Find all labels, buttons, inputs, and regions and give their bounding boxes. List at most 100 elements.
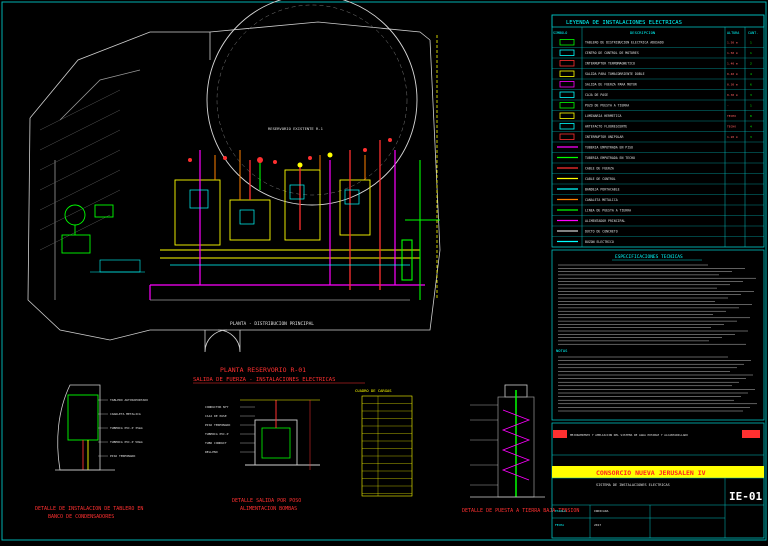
legend-row: DUCTO DE CONCRETO (552, 230, 764, 237)
legend-row-description: SALIDA PARA TOMACORRIENTE DOBLE (585, 72, 645, 76)
scale-value: INDICADA (594, 509, 609, 513)
legend-symbol (559, 91, 575, 98)
legend-row: SALIDA PARA TOMACORRIENTE DOBLE 0.40 m 4 (552, 70, 764, 80)
legend-symbol (559, 60, 575, 67)
legend-row-description: POZO DE PUESTA A TIERRA (585, 104, 629, 108)
detail1-label: CANALETA METALICA (110, 412, 141, 416)
reservoir-label-text: RESERVORIO EXISTENTE R-1 (268, 126, 324, 131)
legend-col-note: CANT. (748, 31, 758, 35)
legend-row-description: ALIMENTADOR PRINCIPAL (585, 219, 625, 223)
legend-symbol (559, 102, 575, 109)
legend-row-description: CENTRO DE CONTROL DE MOTORES (585, 51, 639, 55)
legend-row: ALIMENTADOR PRINCIPAL (552, 219, 764, 227)
legend-col-symbol: SIMBOLO (553, 31, 567, 35)
detail2-label: RELLENO (205, 450, 218, 454)
detail2-title-line1: DETALLE SALIDA POR POSO (232, 498, 301, 504)
legend-row: CABLE DE FUERZA (552, 167, 764, 174)
detail2-label: CONDUCTOR NYY (205, 405, 229, 409)
pump-equipment-left (61, 204, 114, 254)
sheet-code: IE-01 (729, 490, 762, 503)
legend-row-note: 1 (750, 51, 752, 55)
legend-row-note: 2 (750, 62, 752, 66)
legend-row-description: INTERRUPTOR UNIPOLAR (585, 135, 623, 139)
detail1-label: TUBERIA PVC-P 35mm (110, 426, 143, 430)
title-block: MEJORAMIENTO Y AMPLIACION DEL SISTEMA DE… (551, 422, 765, 539)
sheet-name: SISTEMA DE INSTALACIONES ELECTRICAS (596, 483, 670, 487)
detail-board-installation: TABLERO AUTOSOPORTADO CANALETA METALICA TU… (35, 384, 148, 520)
detail2-label: TUBO CONDUIT (205, 441, 227, 445)
detail1-title-line2: BANCO DE CONDENSADORES (48, 514, 114, 520)
specs-title: ESPECIFICACIONES TECNICAS (615, 254, 683, 260)
legend-row: CENTRO DE CONTROL DE MOTORES 1.50 m 1 (552, 49, 764, 59)
notes-title: NOTAS (556, 348, 568, 353)
plan-caption-line1-text: PLANTA RESERVORIO R-01 (220, 366, 306, 374)
project-name: MEJORAMIENTO Y AMPLIACION DEL SISTEMA DE… (570, 433, 688, 437)
legend-row: BANDEJA PORTACABLE (552, 188, 764, 195)
legend-row-note: 4 (750, 72, 752, 76)
detail1-label: TUBERIA PVC-P 50mm (110, 440, 143, 444)
reservoir-outline (206, 0, 418, 206)
legend-row-note: 1 (750, 41, 752, 45)
legend-row: TABLERO DE DISTRIBUCION ELECTRICA ADOSAD… (552, 39, 764, 48)
legend-symbol (559, 123, 575, 130)
legend-row-alt: 0.30 m (727, 93, 738, 97)
legend-row-description: LUMINARIA HERMETICA (585, 114, 622, 118)
detail2-label: TUBERIA PVC-P (205, 432, 229, 436)
legend-symbol (559, 81, 575, 88)
legend-row-note: 3 (750, 93, 752, 97)
detail2-title-line2: ALIMENTACION BOMBAS (240, 506, 297, 512)
date-value: 2017 (594, 523, 601, 527)
legend-row-note: 3 (750, 135, 752, 139)
equipment-cluster (149, 138, 440, 300)
legend-row: POZO DE PUESTA A TIERRA-1 (552, 102, 764, 111)
floor-plan (27, 21, 441, 353)
consortium-name: CONSORCIO NUEVA JERUSALEN IV (596, 469, 706, 477)
legend-row: ARTEFACTO FLUORESCENTE TECHO 4 (552, 123, 764, 132)
legend-row: LINEA DE PUESTA A TIERRA (552, 209, 764, 216)
date-label: FECHA (555, 523, 564, 527)
scale-label: ESCALA (555, 509, 566, 513)
plan-title-text: PLANTA - DISTRIBUCION PRINCIPAL (230, 321, 314, 327)
legend-row: CAJA DE PASE 0.30 m 3 (552, 91, 764, 101)
legend-row-description: BUZON ELECTRICO (585, 240, 614, 244)
detail-grounding: DETALLE DE PUESTA A TIERRA BAJA TENSION (462, 384, 579, 514)
legend-row-alt: 0.40 m (727, 72, 738, 76)
legend-row-description: CANALETA METALICA (585, 198, 618, 202)
legend-row-description: CAJA DE PASE (585, 93, 608, 97)
legend-row-description: SALIDA DE FUERZA PARA MOTOR (585, 83, 637, 87)
legend-symbol (559, 70, 575, 77)
detail1-label: TABLERO AUTOSOPORTADO (110, 398, 148, 402)
legend-row: BUZON ELECTRICO (552, 240, 764, 248)
legend-row-description: LINEA DE PUESTA A TIERRA (585, 209, 631, 213)
legend-row-note: 6 (750, 83, 752, 87)
legend-row-alt: TECHO (727, 125, 736, 129)
legend-row-description: DUCTO DE CONCRETO (585, 230, 618, 234)
detail-load-table: CUADRO DE CARGAS (355, 388, 413, 497)
legend-row-alt: 0.30 m (727, 83, 738, 87)
legend-table: LEYENDA DE INSTALACIONES ELECTRICAS SIMB… (551, 14, 765, 248)
legend-symbol (559, 49, 575, 56)
legend-row-alt: TECHO (727, 114, 736, 118)
specifications-block: ESPECIFICACIONES TECNICAS NOTAS (551, 249, 765, 421)
legend-row-description: ARTEFACTO FLUORESCENTE (585, 125, 627, 129)
detail1-label: PISO TERMINADO (110, 454, 135, 458)
legend-symbol (559, 39, 575, 46)
legend-row-note: 4 (750, 125, 752, 129)
legend-symbol (559, 112, 575, 119)
legend-row-description: INTERRUPTOR TERMOMAGNETICO (585, 62, 635, 66)
legend-row-description: BANDEJA PORTACABLE (585, 188, 620, 192)
legend-row-description: CABLE DE CONTROL (585, 177, 616, 181)
legend-row-note: 1 (750, 104, 752, 108)
legend-row: CABLE DE CONTROL (552, 177, 764, 185)
plan-caption-line2-text: SALIDA DE FUERZA - INSTALACIONES ELECTRI… (193, 377, 335, 383)
detail2-label: CAJA DE PASE (205, 414, 227, 418)
legend-row-alt: 1.50 m (727, 51, 738, 55)
detail3-title: CUADRO DE CARGAS (355, 388, 392, 393)
legend-row: TUBERIA EMPOTRADA EN PISO (552, 146, 764, 153)
